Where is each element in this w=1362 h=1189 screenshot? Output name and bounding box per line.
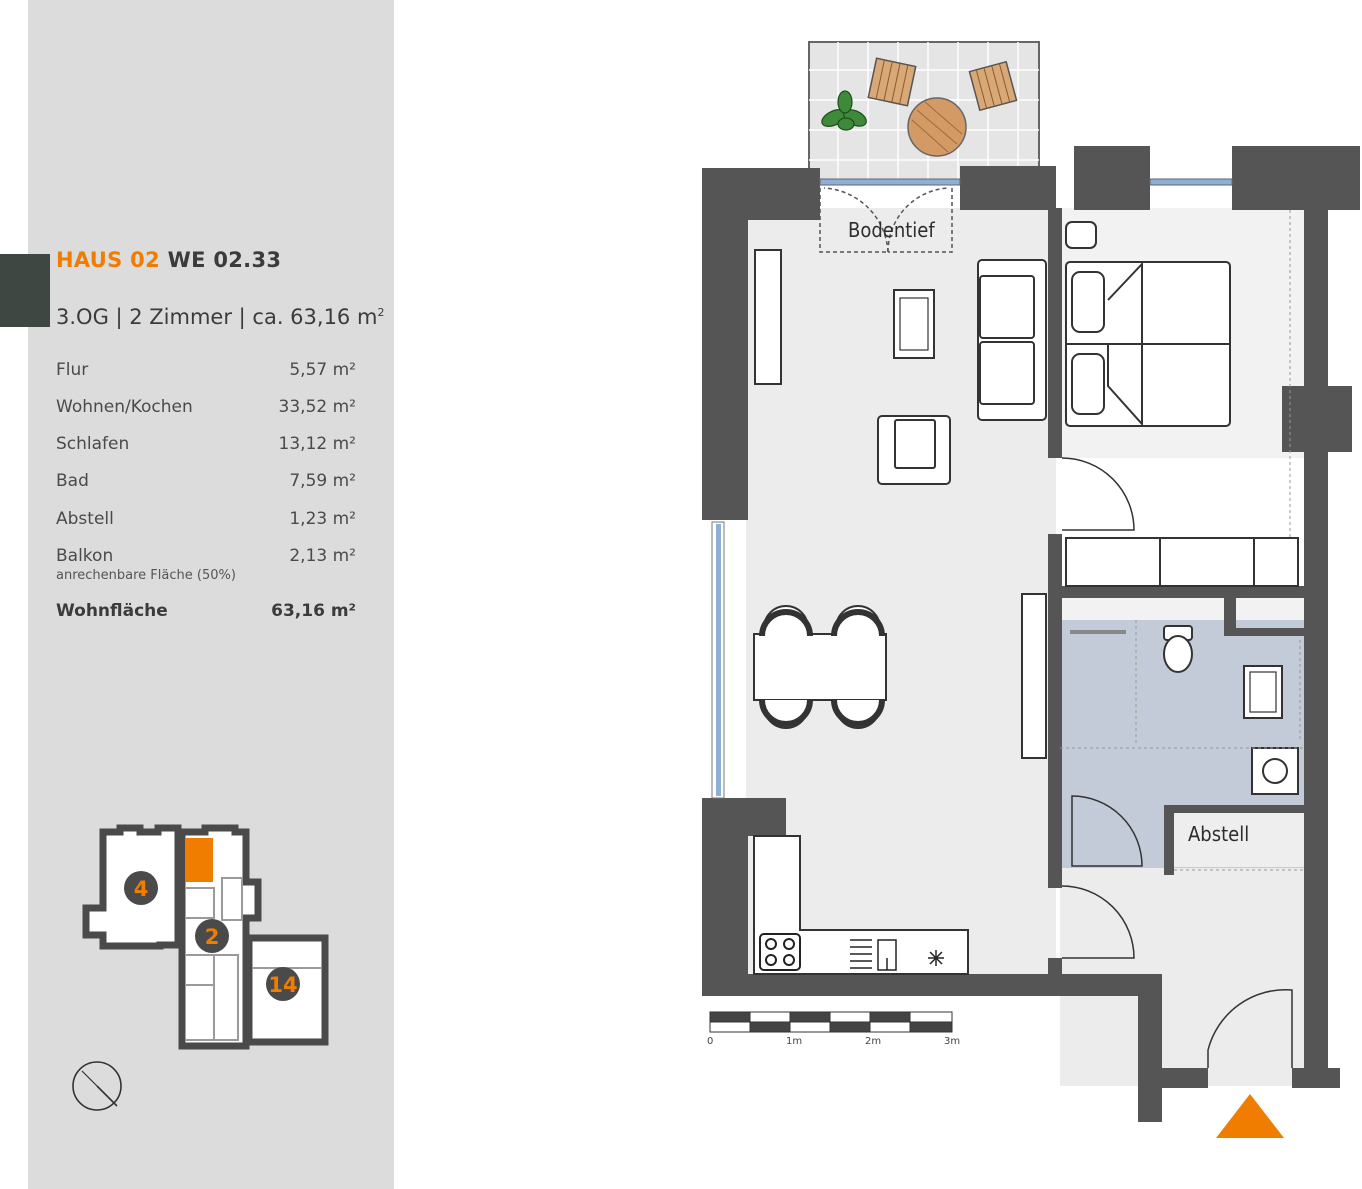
armchair [877,415,951,485]
building-2-badge [195,919,229,953]
coffee-table [893,289,935,359]
scale-label-1m: 1m [786,1036,803,1047]
plant-icon [821,90,867,131]
walls [702,146,1360,1122]
storage-label: Abstell [1188,822,1250,846]
room-area: 5,57 m² [289,360,356,380]
room-label: Wohnen/Kochen [56,397,193,417]
room-label: Abstell [56,509,114,529]
fridge-icon [928,950,944,966]
bed [1065,261,1231,427]
unit-highlight [185,838,213,882]
house-label: HAUS 02 [56,248,160,272]
kitchen-counter [753,835,969,975]
dining-table [753,605,887,729]
room-label: Balkon [56,546,114,566]
building-14-number: 14 [268,973,297,997]
stove-icon [759,933,801,971]
room-area: 7,59 m² [289,471,356,491]
balcony-chair-right [968,60,1018,112]
scale-label-3m: 3m [944,1036,961,1047]
total-label: Wohnfläche [56,601,168,621]
dishwasher-icon [850,939,872,969]
windows [711,178,1233,799]
furniture [753,221,1299,975]
scale-label-2m: 2m [865,1036,882,1047]
unit-title: HAUS 02 WE 02.33 [56,248,281,272]
room-area: 1,23 m² [289,509,356,529]
bath-guides [1060,210,1306,871]
balcony-door-label: Bodentief [848,218,935,242]
room-label: Schlafen [56,434,130,454]
room-area: 33,52 m² [278,397,356,417]
scale-label-0: 0 [707,1036,714,1047]
washing-machine-icon [1251,747,1299,795]
unit-summary-sup: 2 [377,306,385,319]
room-area: 13,12 m² [278,434,356,454]
sofa [977,259,1047,421]
building-2-number: 2 [205,925,220,949]
doors [1061,457,1293,1068]
scale-bar [709,1011,953,1033]
nightstand [1065,221,1097,249]
total-area: 63,16 m² [271,601,356,621]
room-label: Flur [56,360,89,380]
building-4-badge [124,871,158,905]
panel-tab-marker [0,254,50,327]
wardrobe [1065,537,1299,587]
unit-summary: 3.OG | 2 Zimmer | ca. 63,16 m2 [56,305,384,329]
balcony [808,41,1040,183]
room-area: 2,13 m² [289,546,356,566]
balcony-chair-left [867,57,917,107]
kitchen-sink-icon [877,939,897,971]
entrance-arrow-icon [1216,1094,1284,1138]
building-4-number: 4 [134,877,149,901]
sideboard [754,249,782,385]
sink-icon [1243,665,1283,719]
unit-summary-text: 3.OG | 2 Zimmer | ca. 63,16 m [56,305,378,329]
tv-board [1021,593,1047,759]
building-14-badge [266,967,300,1001]
room-label: Bad [56,471,89,491]
compass-icon [72,1061,122,1111]
toilet-icon [1163,625,1193,673]
balcony-door [819,187,953,253]
room-note: anrechenbare Fläche (50%) [56,568,236,583]
unit-label: WE 02.33 [167,248,282,272]
